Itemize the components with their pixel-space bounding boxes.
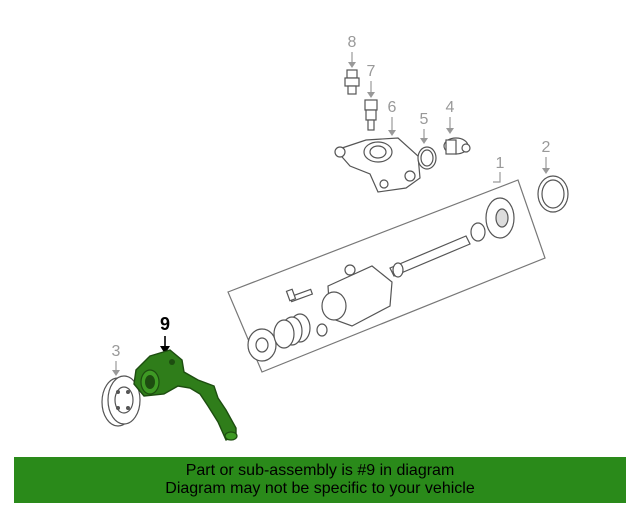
- callout-7: 7: [367, 63, 376, 80]
- callout-5: 5: [420, 111, 429, 128]
- arrow-7: [367, 92, 375, 98]
- callout-3: 3: [112, 343, 121, 360]
- arrow-5: [420, 138, 428, 144]
- parts-diagram: 8 7 6 5 4 2: [101, 34, 569, 441]
- arrow-3: [112, 370, 120, 376]
- banner-line-1: Part or sub-assembly is #9 in diagram: [185, 462, 455, 479]
- callout-8: 8: [348, 34, 357, 51]
- callout-6: 6: [388, 99, 397, 116]
- thermostat-housing-part-6: [334, 137, 421, 193]
- gasket-part-2: [537, 175, 569, 213]
- leader-1: [493, 172, 501, 183]
- pulley-part-3: [101, 375, 141, 427]
- arrow-9: [160, 346, 170, 354]
- arrow-4: [446, 128, 454, 134]
- banner-line-2: Diagram may not be specific to your vehi…: [165, 480, 475, 497]
- callout-1: 1: [496, 155, 505, 172]
- callout-4: 4: [446, 99, 455, 116]
- arrow-2: [542, 168, 550, 174]
- temp-sender-part-8: [344, 69, 360, 95]
- callout-2: 2: [542, 139, 551, 156]
- info-banner: Part or sub-assembly is #9 in diagram Di…: [14, 457, 626, 503]
- water-inlet-tube-part-9: [133, 349, 238, 441]
- water-pump-assembly-part-1: [247, 197, 515, 362]
- thermostat-part-4: [443, 137, 471, 155]
- sensor-part-7: [364, 99, 378, 131]
- callout-9: 9: [160, 314, 170, 334]
- o-ring-part-5: [417, 146, 437, 170]
- arrow-8: [348, 62, 356, 68]
- arrow-6: [388, 130, 396, 136]
